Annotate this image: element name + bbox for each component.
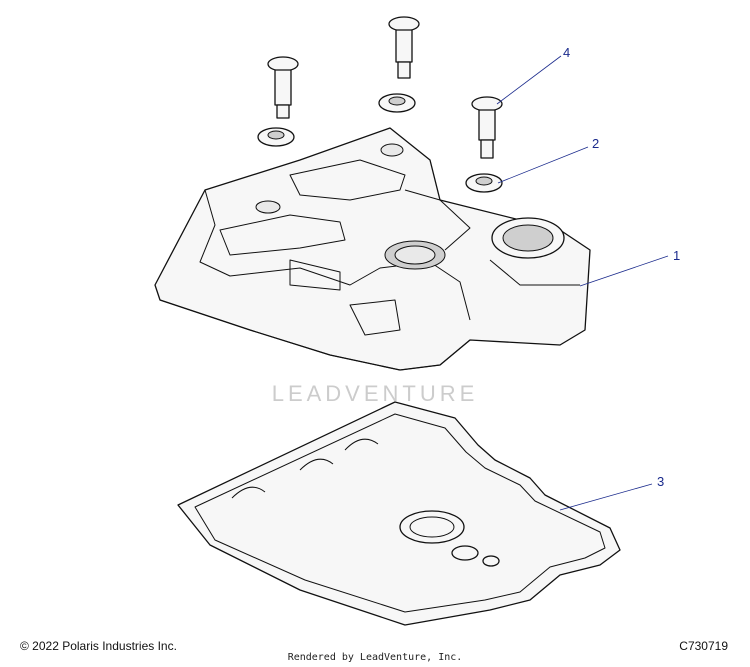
bolt-left	[267, 56, 299, 119]
callout-4: 4	[563, 45, 570, 60]
callout-1: 1	[673, 248, 680, 263]
grommet-right	[465, 173, 503, 193]
gasket	[177, 401, 621, 626]
grommet-center	[378, 93, 416, 113]
leader-line-4	[496, 55, 562, 105]
diagram-part-code: C730719	[679, 639, 728, 653]
callout-2: 2	[592, 136, 599, 151]
valve-cover	[154, 127, 591, 371]
bolt-center	[388, 16, 420, 79]
leader-line-3	[559, 483, 653, 511]
leader-line-2	[497, 146, 589, 184]
callout-3: 3	[657, 474, 664, 489]
copyright-text: © 2022 Polaris Industries Inc.	[20, 639, 177, 653]
watermark-text: LEADVENTURE	[272, 381, 479, 406]
bolt-right	[471, 96, 503, 159]
grommet-left	[257, 127, 295, 147]
rendered-by-text: Rendered by LeadVenture, Inc.	[287, 652, 463, 663]
leader-line-1	[579, 255, 669, 287]
